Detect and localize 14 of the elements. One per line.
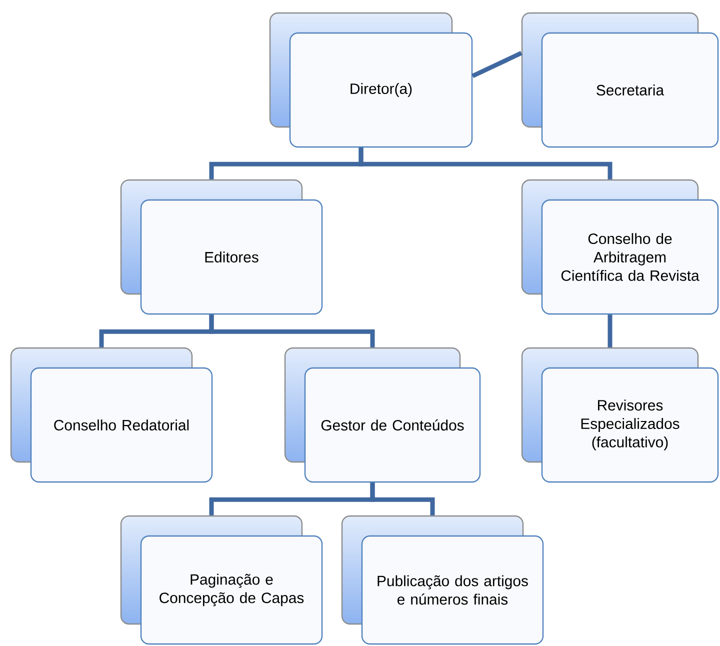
connector-line — [608, 314, 612, 348]
org-chart-box: Paginação e Concepção de Capas — [120, 515, 323, 645]
org-chart-box: Diretor(a) — [269, 12, 473, 148]
connector-line — [209, 314, 375, 348]
connector-line — [358, 148, 612, 180]
org-chart-box: Publicação dos artigos e números finais — [341, 515, 544, 645]
org-chart-box: Conselho de Arbitragem Científica da Revista — [521, 179, 719, 315]
org-chart-box: Gestor de Conteúdos — [284, 347, 481, 483]
org-chart-box: Editores — [120, 179, 323, 315]
org-chart-box: Revisores Especializados (facultativo) — [521, 347, 719, 483]
connector-line — [370, 482, 435, 516]
connector-line — [472, 50, 522, 78]
org-chart-box: Conselho Redatorial — [10, 347, 213, 483]
org-chart-box: Secretaria — [521, 12, 719, 148]
